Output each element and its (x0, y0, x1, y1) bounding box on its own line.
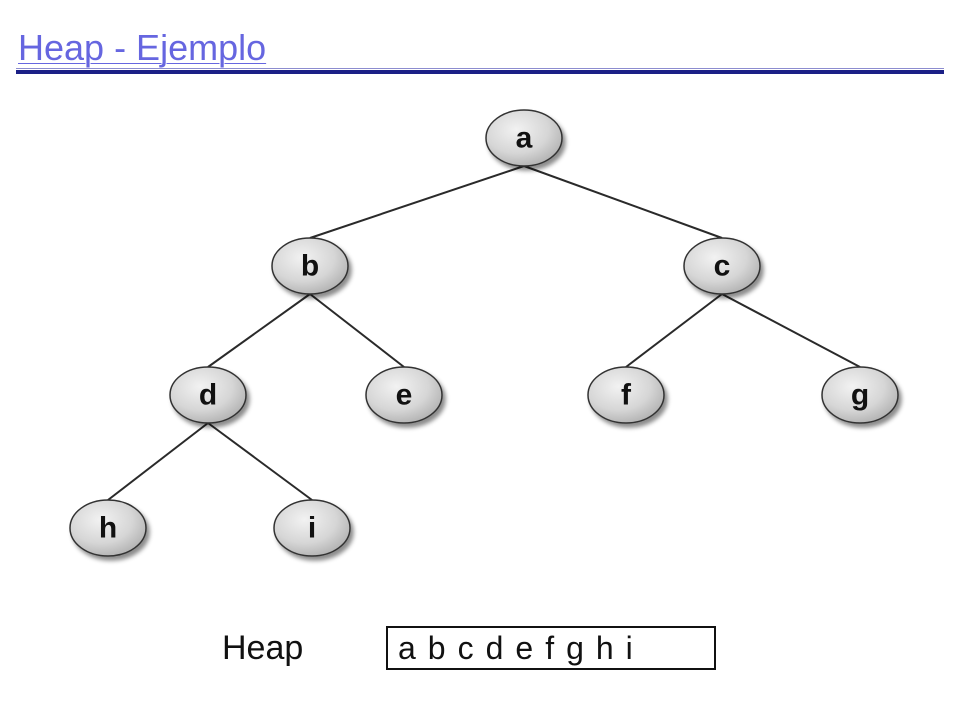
tree-node-e: e (365, 366, 443, 424)
tree-node-label: g (851, 379, 869, 412)
heap-item: a (398, 630, 416, 666)
tree-node-circle (821, 366, 899, 424)
tree-node-b: b (271, 237, 349, 295)
tree-edge-d-i (207, 422, 313, 501)
tree-node-circle (587, 366, 665, 424)
title-underline (16, 70, 944, 74)
tree-node-label: i (308, 512, 316, 545)
tree-node-circle (271, 237, 349, 295)
heap-item: g (566, 630, 584, 666)
heap-item: c (457, 630, 474, 666)
slide-title: Heap - Ejemplo (18, 27, 267, 68)
tree-node-i: i (273, 499, 351, 557)
tree-node-circle (365, 366, 443, 424)
heap-item: d (485, 630, 504, 666)
heap-item: b (427, 630, 446, 666)
heap-caption: Heap (222, 629, 304, 667)
tree-node-circle (485, 109, 563, 167)
tree-node-c: c (683, 237, 761, 295)
heap-item: i (625, 630, 633, 666)
tree-edge-c-f (625, 293, 723, 368)
tree-node-label: h (99, 512, 117, 545)
tree-edge-d-h (107, 422, 209, 501)
tree-edge-b-e (309, 293, 405, 368)
tree-node-circle (683, 237, 761, 295)
heap-item: h (595, 630, 614, 666)
heap-array: a b c d e f g h i (386, 626, 716, 670)
tree-node-a: a (485, 109, 563, 167)
tree-node-label: b (301, 250, 319, 283)
tree-node-label: d (199, 379, 217, 412)
tree-node-label: e (396, 379, 413, 412)
tree-node-d: d (169, 366, 247, 424)
tree-node-f: f (587, 366, 665, 424)
tree-node-circle (273, 499, 351, 557)
tree-nodes: a b c d e f g h i (69, 109, 899, 557)
tree-edge-a-c (523, 165, 723, 239)
title-underline-light (16, 68, 944, 69)
tree-edge-a-b (309, 165, 525, 239)
tree-edge-b-d (207, 293, 311, 368)
heap-item: f (545, 630, 555, 666)
tree-node-label: f (621, 379, 632, 412)
tree-node-label: a (516, 122, 533, 155)
tree-node-g: g (821, 366, 899, 424)
tree-node-circle (169, 366, 247, 424)
tree-node-h: h (69, 499, 147, 557)
tree-node-circle (69, 499, 147, 557)
tree-edges (107, 165, 861, 501)
tree-node-label: c (714, 250, 731, 283)
tree-edge-c-g (721, 293, 861, 368)
heap-item: e (515, 630, 534, 666)
